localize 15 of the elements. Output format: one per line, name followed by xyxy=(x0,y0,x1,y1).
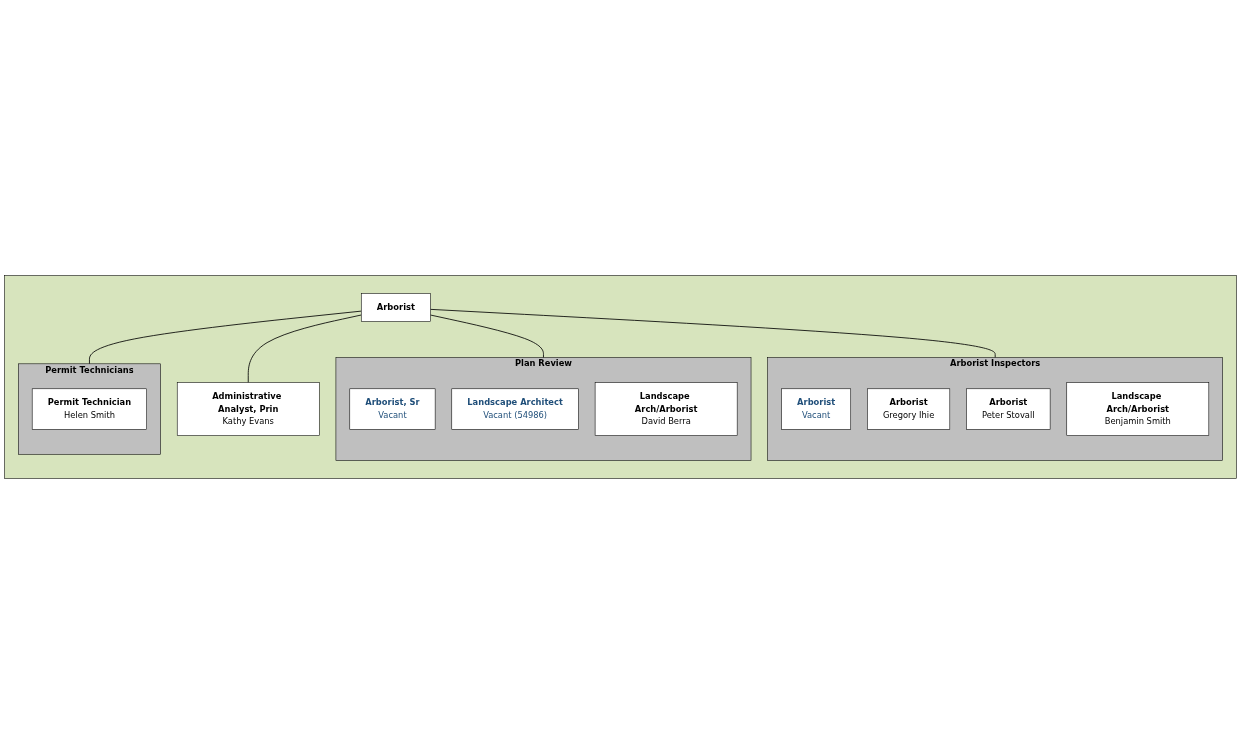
node-box: Arborist, Sr Vacant xyxy=(349,388,436,430)
connector xyxy=(247,314,362,383)
connector xyxy=(89,310,362,365)
cluster xyxy=(4,275,1237,479)
node-box: Landscape Architect Vacant (54986) xyxy=(451,388,579,430)
node-box: Administrative Analyst, Prin Kathy Evans xyxy=(176,382,320,436)
node-box: Arborist xyxy=(361,293,431,322)
node-box: Landscape Arch/Arborist David Berra xyxy=(594,382,738,436)
node-box: Arborist Vacant xyxy=(781,388,851,430)
node-box: Permit Technician Helen Smith xyxy=(31,388,147,430)
node-box: Arborist Gregory Ihie xyxy=(867,388,951,430)
connector xyxy=(430,314,544,358)
node-box: Arborist Peter Stovall xyxy=(966,388,1051,430)
connector xyxy=(430,308,996,358)
node-box: Landscape Arch/Arborist Benjamin Smith xyxy=(1066,382,1210,436)
